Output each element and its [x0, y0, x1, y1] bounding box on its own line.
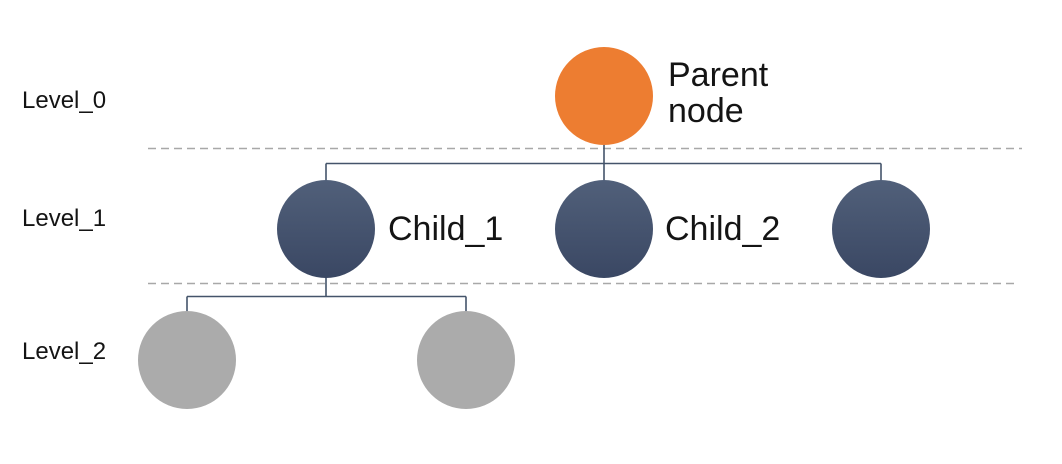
child-2-label: Child_2	[665, 210, 781, 248]
child-2-circle	[555, 180, 653, 278]
level-1-label: Level_1	[22, 205, 107, 232]
parent-to-children-connector	[325, 145, 882, 182]
level-2-label: Level_2	[22, 338, 107, 365]
parent-node-label: Parent node	[668, 56, 769, 130]
level-0-label: Level_0	[22, 87, 107, 114]
child-1-label: Child_1	[388, 210, 504, 248]
child1-to-grandchildren-connector	[186, 277, 467, 313]
child-1-circle	[277, 180, 375, 278]
child-3-circle	[832, 180, 930, 278]
parent-node-circle	[555, 47, 653, 145]
grandchild-2-circle	[417, 311, 515, 409]
grandchild-1-circle	[138, 311, 236, 409]
